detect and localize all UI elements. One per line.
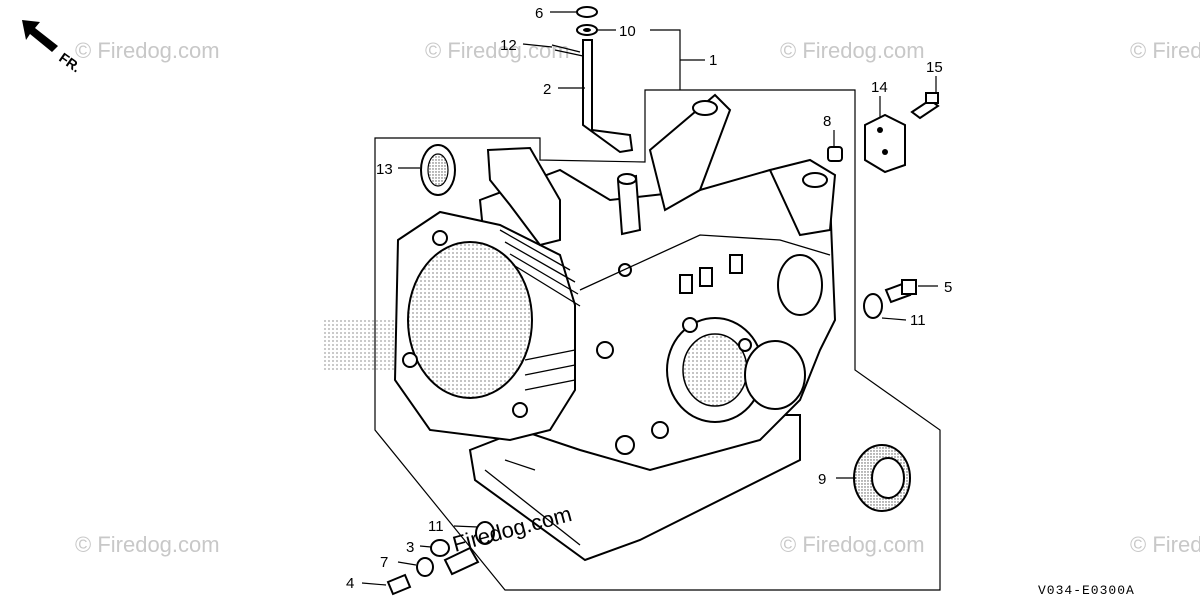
leader-line (650, 29, 681, 90)
callout-11-right: 11 (910, 312, 926, 329)
watermark-center-text: Firedog.com (450, 501, 575, 557)
callout-9: 9 (818, 471, 826, 488)
watermark-text: © Firedog.com (780, 38, 925, 63)
dowel-pin-part (827, 146, 843, 162)
washer-part (416, 557, 434, 577)
callout-13: 13 (376, 161, 393, 178)
callout-7: 7 (380, 554, 388, 571)
washer-part (475, 521, 495, 545)
callout-3: 3 (406, 539, 414, 556)
clip-part (551, 44, 584, 57)
callout-15: 15 (926, 59, 943, 76)
callout-14: 14 (871, 79, 888, 96)
dipstick-tube-part (582, 39, 634, 154)
callout-10: 10 (619, 23, 636, 40)
callout-5: 5 (944, 279, 952, 296)
watermark-text: © Firedog.com (425, 38, 570, 63)
plate-part (864, 113, 906, 174)
diagram-code: V034-E0300A (1038, 583, 1135, 598)
watermark-text: © Firedog.com (1130, 38, 1200, 63)
bearing-part (420, 144, 456, 196)
watermark-text: © Firedog.com (780, 532, 925, 557)
watermark-text: © Firedog.com (1130, 532, 1200, 557)
washer-part (863, 293, 883, 319)
bolt-part (386, 573, 412, 596)
callout-8: 8 (823, 113, 831, 130)
oil-seal-part (853, 444, 911, 512)
drain-plug-part (443, 546, 480, 576)
callout-2: 2 (543, 81, 551, 98)
leader-lines (361, 11, 938, 586)
cap-part (576, 6, 598, 18)
callout-4: 4 (346, 575, 354, 592)
washer-part (430, 539, 450, 557)
callout-6: 6 (535, 5, 543, 22)
bolt-part (910, 98, 940, 120)
watermark-text: © Firedog.com (75, 38, 220, 63)
assembly-group-outline (374, 89, 941, 591)
watermark-text: © Firedog.com (75, 532, 220, 557)
callout-1: 1 (709, 52, 717, 69)
callout-11-bottom: 11 (428, 518, 444, 535)
callout-12: 12 (500, 37, 517, 54)
crankcase-block (393, 93, 837, 562)
